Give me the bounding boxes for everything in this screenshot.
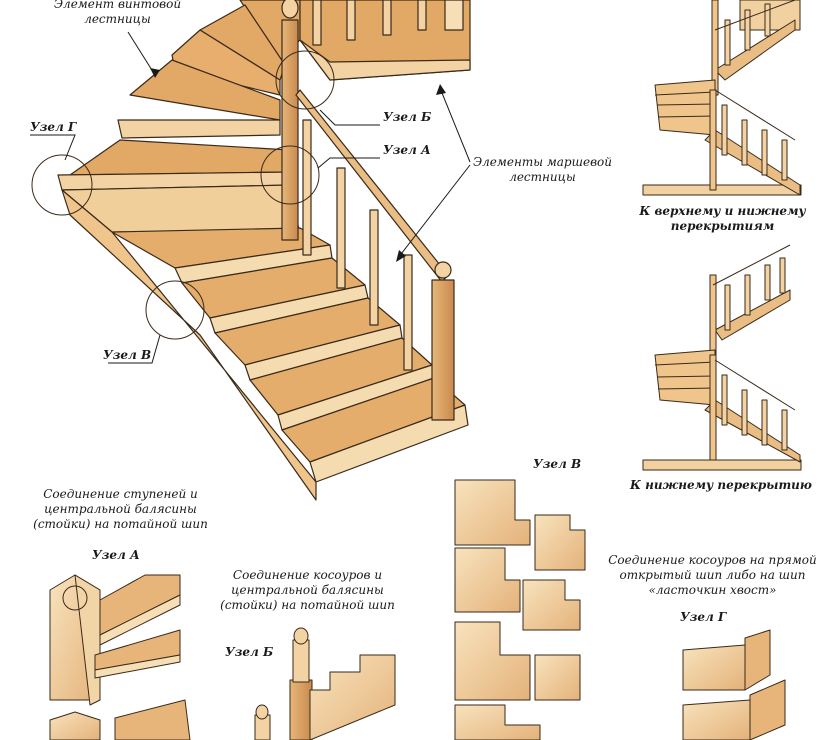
label-line: Соединение косоуров и <box>232 568 383 582</box>
node-g-circle <box>31 154 93 216</box>
label-node-b: Узел Б <box>383 110 432 124</box>
label-line: Соединение ступеней и <box>43 487 198 501</box>
side-flight-lower <box>704 129 801 196</box>
label-node-g: Узел Г <box>30 120 77 134</box>
node-a-circle <box>260 145 320 205</box>
label-node-a-detail: Узел А <box>92 548 140 562</box>
label-node-b-detail: Узел Б <box>225 645 274 659</box>
label-march-elements: Элементы маршевой лестницы <box>465 155 620 185</box>
label-line: лестницы <box>84 12 151 26</box>
leader-lines <box>30 31 471 364</box>
winder-tread <box>117 119 281 139</box>
label-line: «ласточкин хвост» <box>648 583 777 597</box>
central-newel <box>281 19 299 241</box>
label-joint-open: Соединение косоуров на прямой открытый ш… <box>605 553 820 598</box>
label-line: перекрытиям <box>670 219 775 233</box>
label-line: центральной балясины <box>44 502 197 516</box>
lower-balusters <box>302 119 413 371</box>
arrow-heads <box>150 68 446 262</box>
label-line: Соединение косоуров на прямой <box>608 553 817 567</box>
label-line: К верхнему и нижнему <box>639 204 806 218</box>
side-flight-upper <box>714 289 791 341</box>
floor-slab <box>642 459 802 471</box>
label-line: Элемент винтовой <box>53 0 182 11</box>
side-diagram-upper-lower <box>642 0 802 196</box>
label-spiral-element: Элемент винтовой лестницы <box>45 0 190 27</box>
label-line: открытый шип либо на шип <box>619 568 806 582</box>
label-line: (стойки) на потайной шип <box>220 598 395 612</box>
winder-tread <box>69 139 291 176</box>
node-v-circle <box>145 280 205 340</box>
detail-node-v <box>454 479 586 740</box>
detail-node-a <box>49 574 191 740</box>
label-line: центральной балясины <box>231 583 384 597</box>
detail-node-b <box>254 627 396 740</box>
label-line: (стойки) на потайной шип <box>33 517 208 531</box>
side-diagram-lower <box>642 244 802 471</box>
label-upper-lower: К верхнему и нижнему перекрытиям <box>635 204 810 234</box>
label-node-v: Узел В <box>103 348 152 362</box>
detail-node-g <box>682 629 786 740</box>
newel-cap <box>281 0 299 19</box>
label-joint-stringers: Соединение косоуров и центральной баляси… <box>215 568 400 613</box>
bottom-newel <box>431 279 455 421</box>
tread-front <box>309 404 469 483</box>
floor-slab <box>642 184 802 196</box>
label-joint-steps: Соединение ступеней и центральной баляси… <box>28 487 213 532</box>
label-node-g-detail: Узел Г <box>680 610 727 624</box>
label-node-v-detail: Узел В <box>533 457 582 471</box>
side-flight-upper <box>714 19 796 81</box>
main-staircase <box>57 0 471 501</box>
node-b-circle <box>275 50 335 110</box>
label-line: Элементы маршевой <box>472 155 613 169</box>
label-node-a: Узел А <box>383 143 431 157</box>
label-line: лестницы <box>509 170 576 184</box>
side-flight-lower <box>704 399 801 463</box>
upper-balusters <box>312 0 464 46</box>
bottom-newel-cap <box>434 261 452 279</box>
detail-markers <box>31 50 335 340</box>
outer-stringer <box>61 189 317 501</box>
label-lower-only: К нижнему перекрытию <box>630 478 812 492</box>
